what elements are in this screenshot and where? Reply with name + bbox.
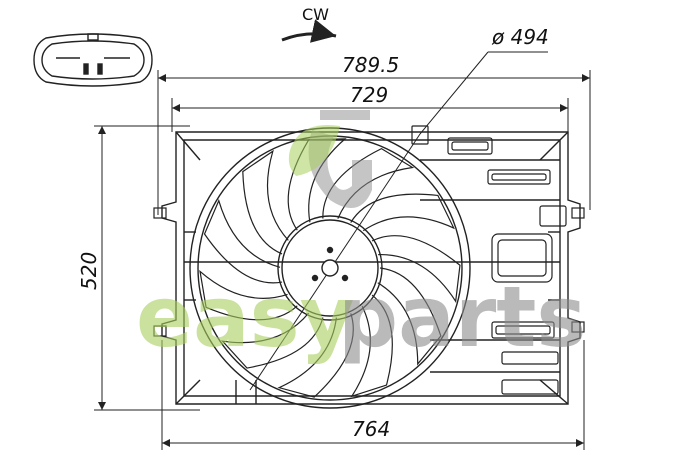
dimension-overall-width-label: 789.5 xyxy=(342,53,399,77)
fan-hub xyxy=(277,215,383,321)
fan-blade xyxy=(377,267,442,366)
rotation-arrow xyxy=(281,19,337,43)
dimension-shroud-width-label: 729 xyxy=(350,83,388,107)
fan-blade xyxy=(199,269,298,321)
fan-blade xyxy=(371,235,461,303)
fan-blade xyxy=(203,198,283,284)
watermark-logo-leaf-icon xyxy=(288,125,340,176)
watermark-text-parts: parts xyxy=(338,268,586,366)
dimension-fan-diameter-label: ø 494 xyxy=(491,25,549,49)
dimension-bottom-width xyxy=(161,340,585,450)
watermark: easy parts xyxy=(136,110,586,366)
dimension-height-label: 520 xyxy=(77,252,101,290)
fan-blade xyxy=(242,149,289,255)
fan-blades xyxy=(199,138,461,398)
fan-shroud xyxy=(161,131,581,405)
rotation-label: CW xyxy=(302,5,329,24)
watermark-text-easy: easy xyxy=(136,268,354,366)
fan-blade xyxy=(220,312,324,369)
dimension-overall-width xyxy=(157,70,591,215)
dimension-bottom-width-label: 764 xyxy=(352,417,390,441)
fan-blade xyxy=(350,294,393,398)
dimension-height xyxy=(94,125,200,411)
shroud-vents xyxy=(153,125,585,395)
fan-blade xyxy=(277,313,354,398)
connector-plug xyxy=(33,33,153,87)
fan-blade xyxy=(350,193,455,232)
